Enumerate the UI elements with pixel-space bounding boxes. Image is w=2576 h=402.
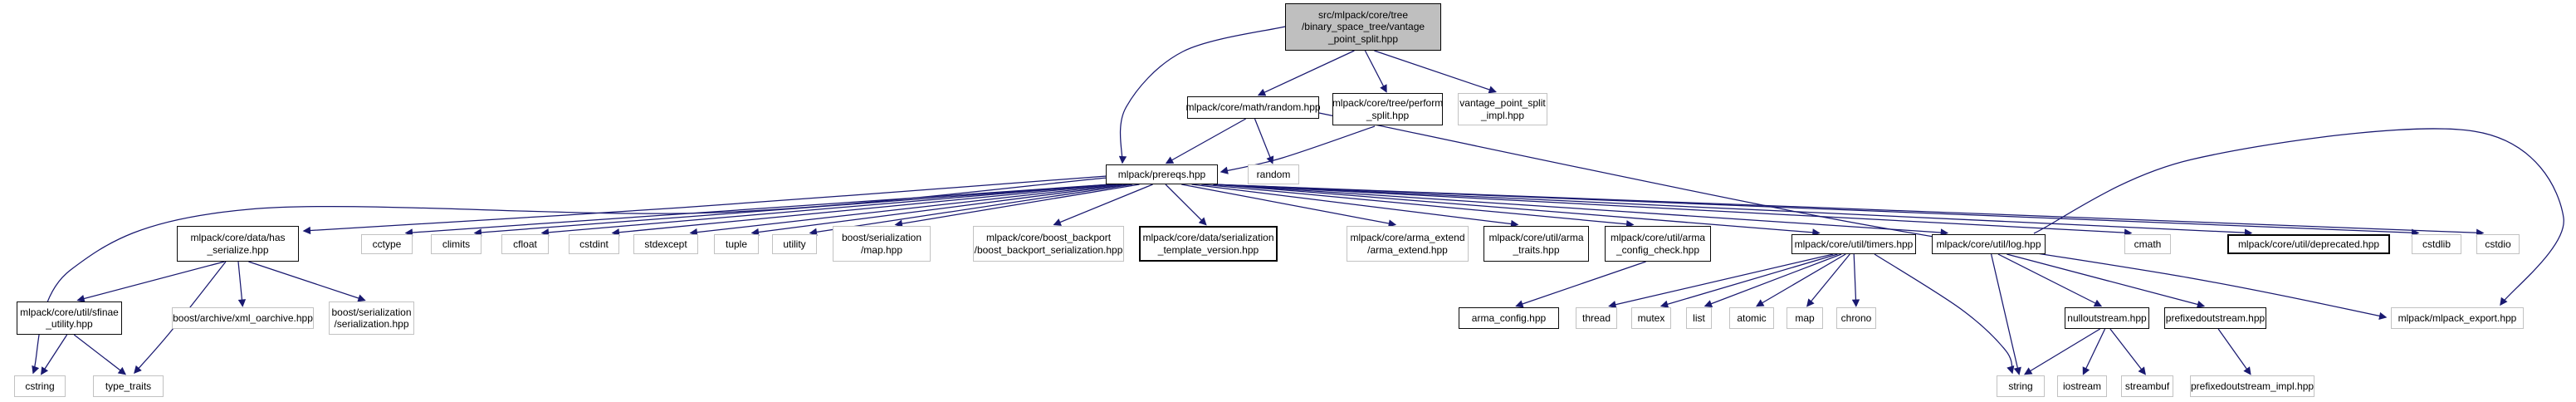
edge-prereqs-to-arma_cfg_check xyxy=(1201,184,1635,228)
edge-prereqs-to-cstdint xyxy=(611,184,1117,237)
edge-has_serialize-to-type_traits xyxy=(134,261,227,375)
edge-has_serialize-to-sfinae xyxy=(76,261,225,303)
graph-node-arma_traits[interactable]: mlpack/core/util/arma _traits.hpp xyxy=(1484,226,1589,262)
edge-sfinae-to-type_traits xyxy=(73,334,127,375)
edge-random_hpp-to-mlpack_export xyxy=(1318,112,2388,321)
graph-node-nulloutstream[interactable]: nulloutstream.hpp xyxy=(2065,307,2149,329)
edge-prereqs-to-boost_backport xyxy=(1053,184,1153,226)
edge-has_serialize-to-xml_oarchive xyxy=(237,261,247,307)
edge-prereqs-to-arma_extend xyxy=(1181,184,1397,228)
graph-node-root: src/mlpack/core/tree /binary_space_tree/… xyxy=(1285,3,1441,51)
graph-node-string: string xyxy=(1997,375,2045,397)
edge-prereqs-to-tuple xyxy=(750,184,1128,237)
edge-prereqs-to-cstdio xyxy=(1213,184,2485,237)
edge-random_hpp-to-prereqs xyxy=(1165,118,1247,164)
graph-node-mutex: mutex xyxy=(1631,307,1671,329)
graph-node-cstdio: cstdio xyxy=(2476,234,2520,254)
edge-prereqs-to-cstring xyxy=(32,177,1108,375)
graph-node-ser_ser: boost/serialization /serialization.hpp xyxy=(329,302,414,335)
edge-timers-to-chrono xyxy=(1851,253,1860,307)
graph-node-atomic: atomic xyxy=(1729,307,1774,329)
edge-nulloutstream-to-iostream xyxy=(2082,328,2106,375)
graph-node-perform_split[interactable]: mlpack/core/tree/perform _split.hpp xyxy=(1332,93,1443,125)
edge-timers-to-mutex xyxy=(1659,253,1838,308)
graph-node-thread: thread xyxy=(1576,307,1617,329)
graph-node-sfinae[interactable]: mlpack/core/util/sfinae _utility.hpp xyxy=(17,302,122,335)
graph-node-xml_oarchive: boost/archive/xml_oarchive.hpp xyxy=(172,307,314,329)
edge-random_hpp-to-random xyxy=(1254,118,1274,164)
edge-root-to-prereqs xyxy=(1118,26,1286,164)
graph-node-chrono: chrono xyxy=(1836,307,1876,329)
graph-node-stdexcept: stdexcept xyxy=(633,234,698,254)
graph-node-arma_extend: mlpack/core/arma_extend /arma_extend.hpp xyxy=(1347,226,1469,262)
edge-log-to-mlpack_export xyxy=(2033,128,2564,306)
graph-node-streambuf: streambuf xyxy=(2121,375,2173,397)
edge-root-to-random_hpp xyxy=(1257,50,1355,96)
edge-prereqs-to-cfloat xyxy=(540,184,1112,237)
graph-node-cmath: cmath xyxy=(2124,234,2171,254)
edge-prereqs-to-ser_tmpl_ver xyxy=(1165,184,1207,226)
edge-sfinae-to-cstring xyxy=(41,334,68,375)
edge-prereqs-to-cctype xyxy=(404,184,1111,237)
graph-node-climits: climits xyxy=(431,234,481,254)
graph-node-list: list xyxy=(1686,307,1712,329)
edge-prereqs-to-log xyxy=(1213,184,1949,237)
edge-arma_cfg_check-to-arma_config xyxy=(1515,261,1646,308)
graph-node-random: random xyxy=(1248,164,1299,184)
graph-node-timers[interactable]: mlpack/core/util/timers.hpp xyxy=(1791,234,1916,254)
graph-node-arma_cfg_check[interactable]: mlpack/core/util/arma _config_check.hpp xyxy=(1605,226,1711,262)
edge-prereqs-to-arma_traits xyxy=(1191,184,1519,228)
edge-timers-to-list xyxy=(1703,253,1842,308)
graph-node-type_traits: type_traits xyxy=(93,375,164,397)
edge-root-to-vps_impl xyxy=(1374,50,1497,94)
edge-log-to-string xyxy=(1990,253,2021,375)
edge-prereqs-to-utility xyxy=(809,184,1133,236)
graph-node-cstdint: cstdint xyxy=(569,234,619,254)
graph-node-deprecated[interactable]: mlpack/core/util/deprecated.hpp xyxy=(2227,234,2390,254)
edge-timers-to-thread xyxy=(1608,253,1834,309)
edge-root-to-perform_split xyxy=(1364,50,1387,93)
graph-node-ser_map: boost/serialization /map.hpp xyxy=(833,226,931,262)
graph-node-tuple: tuple xyxy=(714,234,759,254)
edge-perform_split-to-prereqs xyxy=(1220,125,1376,174)
edge-prereqs-to-stdexcept xyxy=(689,184,1122,237)
graph-node-has_serialize[interactable]: mlpack/core/data/has _serialize.hpp xyxy=(177,226,299,262)
edge-nulloutstream-to-string xyxy=(2023,328,2101,375)
graph-node-ser_tmpl_ver[interactable]: mlpack/core/data/serialization _template… xyxy=(1139,226,1278,262)
graph-node-map: map xyxy=(1787,307,1823,329)
edge-prereqs-to-timers xyxy=(1213,184,1821,237)
graph-node-cfloat: cfloat xyxy=(501,234,549,254)
graph-node-iostream: iostream xyxy=(2057,375,2107,397)
graph-node-random_hpp[interactable]: mlpack/core/math/random.hpp xyxy=(1185,96,1321,119)
graph-node-boost_backport: mlpack/core/boost_backport /boost_backpo… xyxy=(973,226,1124,262)
graph-node-arma_config[interactable]: arma_config.hpp xyxy=(1459,307,1559,329)
edge-has_serialize-to-ser_ser xyxy=(248,261,366,302)
edge-prereqs-to-deprecated xyxy=(1213,184,2253,237)
edge-nulloutstream-to-streambuf xyxy=(2109,328,2146,375)
graph-node-prefixedoutstream[interactable]: prefixedoutstream.hpp xyxy=(2164,307,2266,329)
edge-prereqs-to-has_serialize xyxy=(302,175,1107,235)
graph-node-log[interactable]: mlpack/core/util/log.hpp xyxy=(1932,234,2046,254)
edge-prereqs-to-ser_map xyxy=(894,184,1140,228)
graph-node-vps_impl: vantage_point_split _impl.hpp xyxy=(1458,93,1547,125)
edge-timers-to-string xyxy=(1874,253,2015,375)
graph-node-cstdlib: cstdlib xyxy=(2412,234,2461,254)
graph-node-cstring: cstring xyxy=(14,375,66,397)
graph-node-prereqs[interactable]: mlpack/prereqs.hpp xyxy=(1106,164,1218,184)
edge-prereqs-to-cmath xyxy=(1213,184,2133,237)
edge-timers-to-map xyxy=(1806,253,1850,307)
graph-node-po_impl: prefixedoutstream_impl.hpp xyxy=(2190,375,2314,397)
graph-node-cctype: cctype xyxy=(361,234,413,254)
edge-timers-to-atomic xyxy=(1755,253,1846,307)
edge-prefixedoutstream-to-po_impl xyxy=(2217,328,2251,375)
graph-node-mlpack_export: mlpack/mlpack_export.hpp xyxy=(2391,307,2524,329)
edge-log-to-nulloutstream xyxy=(1997,253,2103,307)
graph-node-utility: utility xyxy=(772,234,817,254)
edge-log-to-prefixedoutstream xyxy=(2007,253,2206,309)
